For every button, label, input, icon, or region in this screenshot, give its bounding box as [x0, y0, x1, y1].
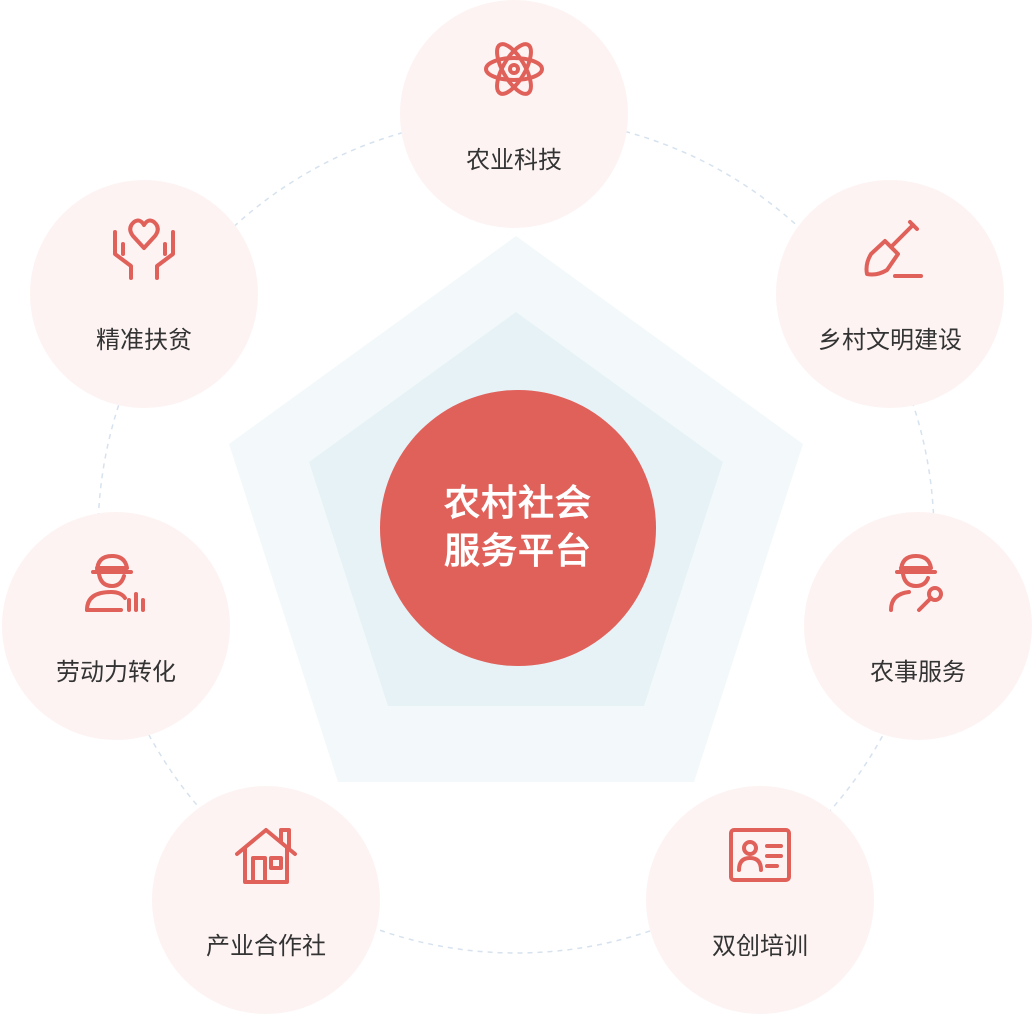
node-label: 农事服务	[870, 658, 966, 686]
hands-heart-icon	[113, 218, 175, 280]
node-innovation-training[interactable]: 双创培训	[646, 786, 874, 1014]
node-agri-tech[interactable]: 农业科技	[400, 0, 628, 228]
node-label: 产业合作社	[206, 932, 326, 960]
center-title-line1: 农村社会	[443, 483, 592, 524]
node-label: 精准扶贫	[96, 326, 192, 354]
node-label: 劳动力转化	[56, 658, 176, 686]
center-circle: 农村社会 服务平台	[380, 390, 656, 666]
id-card-icon	[729, 828, 791, 882]
house-icon	[235, 828, 297, 884]
node-label: 双创培训	[712, 932, 808, 960]
worker-bars-icon	[85, 554, 145, 612]
center-title-line2: 服务平台	[443, 531, 592, 572]
node-cooperative[interactable]: 产业合作社	[152, 786, 380, 1014]
node-poverty-alleviation[interactable]: 精准扶贫	[30, 180, 258, 408]
atom-icon	[484, 42, 544, 96]
node-labor-transfer[interactable]: 劳动力转化	[2, 512, 230, 740]
node-label: 农业科技	[466, 146, 562, 174]
node-label: 乡村文明建设	[818, 326, 962, 354]
node-farm-service[interactable]: 农事服务	[804, 512, 1032, 740]
shovel-icon	[864, 220, 923, 278]
node-rural-civilization[interactable]: 乡村文明建设	[776, 180, 1004, 408]
worker-wrench-icon	[889, 554, 943, 612]
